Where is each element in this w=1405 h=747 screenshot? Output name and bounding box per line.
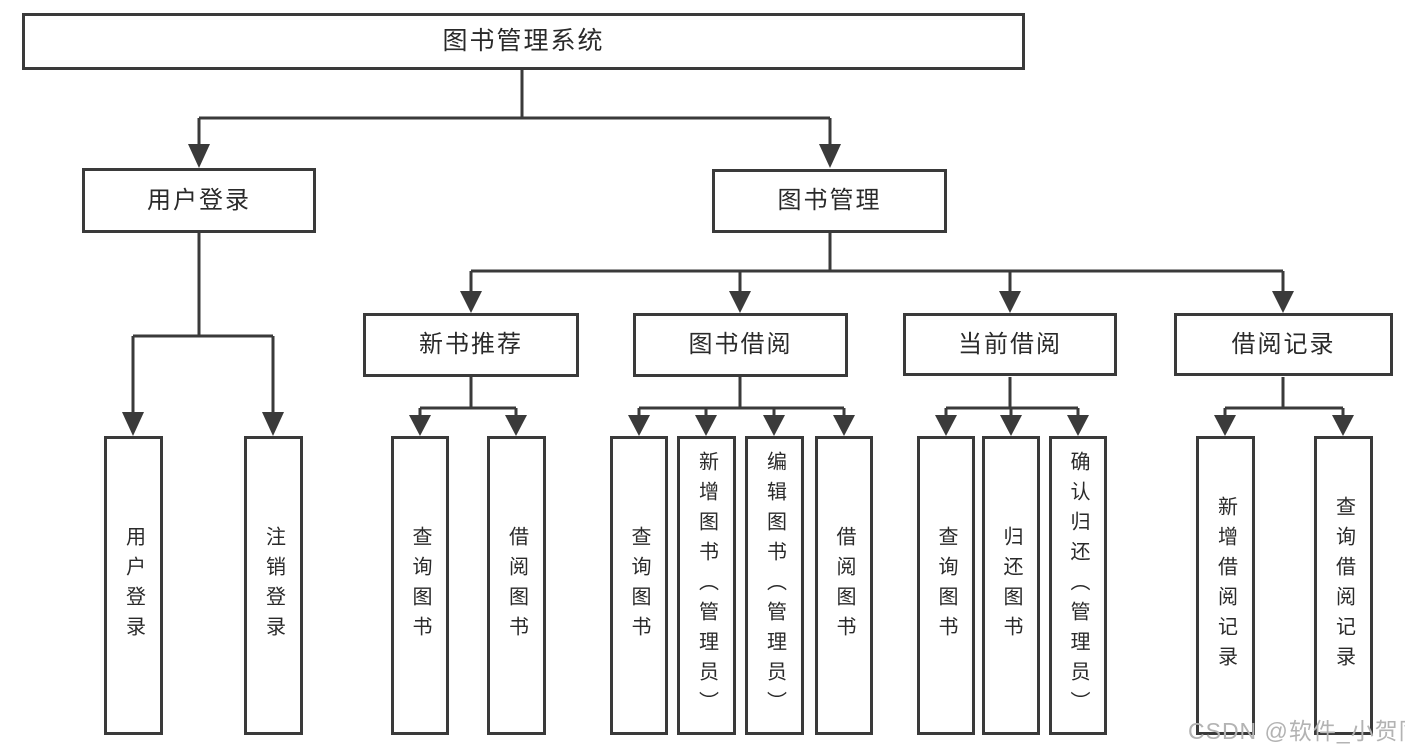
leaf-borrow-books-recommend: 借阅图书 (487, 436, 546, 735)
leaf-borrow-books-borrowing: 借阅图书 (815, 436, 873, 735)
leaf-user-login-label: 用户登录 (122, 525, 145, 646)
node-user-login-label: 用户登录 (147, 186, 251, 214)
leaf-borrow-books-borrowing-label: 借阅图书 (833, 525, 855, 646)
node-book-borrowing: 图书借阅 (633, 313, 848, 377)
node-new-book-recommendation-label: 新书推荐 (419, 331, 523, 358)
node-user-login: 用户登录 (82, 168, 316, 233)
leaf-user-login: 用户登录 (104, 436, 163, 735)
leaf-query-books-current-label: 查询图书 (935, 525, 957, 646)
leaf-add-book-admin-label: 新增图书（管理员） (695, 450, 718, 721)
leaf-borrow-books-recommend-label: 借阅图书 (505, 525, 528, 646)
node-book-borrowing-label: 图书借阅 (688, 331, 793, 358)
node-library-management-system-label: 图书管理系统 (442, 27, 605, 55)
leaf-add-borrow-record: 新增借阅记录 (1196, 436, 1255, 735)
node-current-borrowing: 当前借阅 (903, 313, 1117, 376)
leaf-add-book-admin: 新增图书（管理员） (677, 436, 736, 735)
leaf-logout: 注销登录 (244, 436, 303, 735)
leaf-return-book-label: 归还图书 (1000, 525, 1022, 646)
node-book-management-label: 图书管理 (777, 187, 882, 214)
leaf-query-books-current: 查询图书 (917, 436, 975, 735)
leaf-confirm-return-admin-label: 确认归还（管理员） (1067, 450, 1089, 721)
leaf-query-borrow-record: 查询借阅记录 (1314, 436, 1373, 735)
leaf-query-books-borrowing: 查询图书 (610, 436, 668, 735)
tree-edges (131, 70, 1345, 417)
leaf-query-books-borrowing-label: 查询图书 (628, 525, 650, 646)
leaf-edit-book-admin-label: 编辑图书（管理员） (763, 450, 786, 721)
node-new-book-recommendation: 新书推荐 (363, 313, 579, 377)
leaf-return-book: 归还图书 (982, 436, 1040, 735)
node-book-management: 图书管理 (712, 169, 947, 233)
leaf-edit-book-admin: 编辑图书（管理员） (745, 436, 804, 735)
arrowheads (122, 144, 1354, 436)
node-borrowing-records-label: 借阅记录 (1231, 330, 1336, 358)
node-borrowing-records: 借阅记录 (1174, 313, 1393, 376)
leaf-add-borrow-record-label: 新增借阅记录 (1214, 495, 1237, 676)
leaf-query-books-recommend-label: 查询图书 (409, 525, 431, 646)
leaf-query-borrow-record-label: 查询借阅记录 (1332, 495, 1355, 676)
leaf-confirm-return-admin: 确认归还（管理员） (1049, 436, 1107, 735)
csdn-watermark: CSDN @软件_小贺同学 (1188, 718, 1405, 744)
node-library-management-system: 图书管理系统 (22, 13, 1025, 70)
node-current-borrowing-label: 当前借阅 (958, 330, 1062, 358)
leaf-query-books-recommend: 查询图书 (391, 436, 449, 735)
leaf-logout-label: 注销登录 (262, 525, 285, 646)
